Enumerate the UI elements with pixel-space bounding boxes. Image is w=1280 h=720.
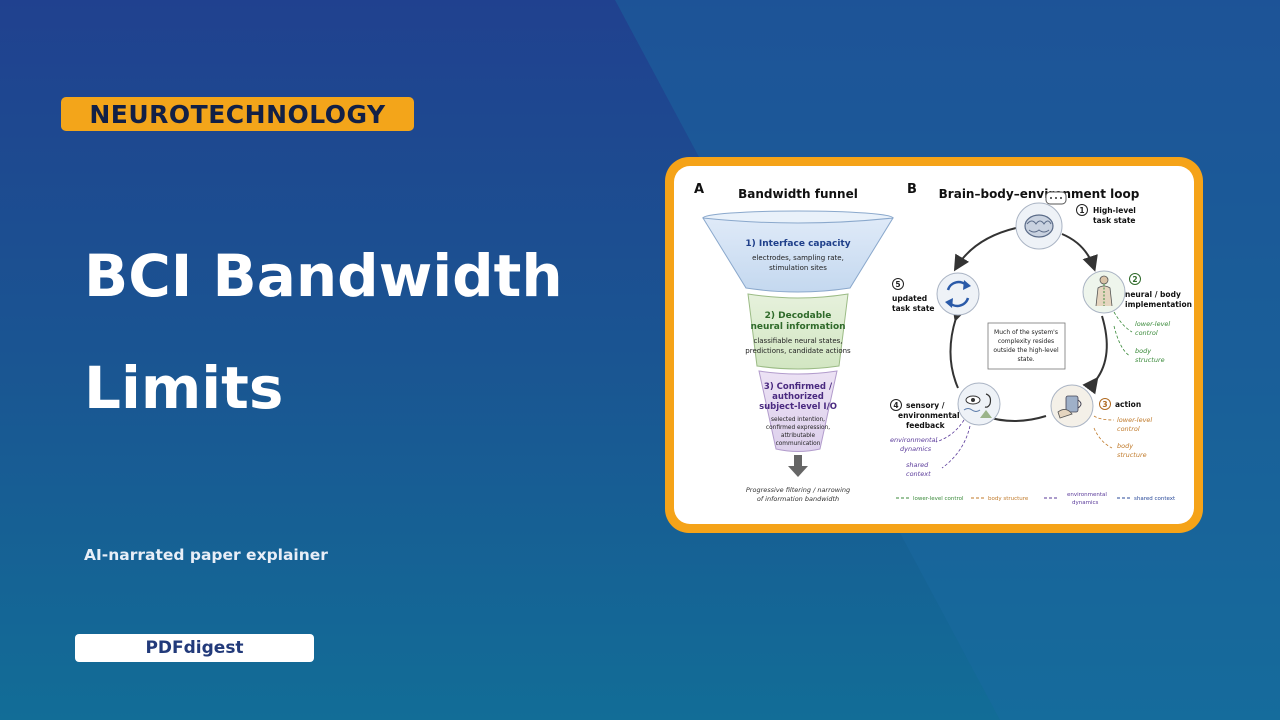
stage2-desc-1: classifiable neural states,: [753, 337, 842, 345]
center-note-line-3: outside the high-level: [993, 347, 1059, 354]
stage3-desc-3: attributable: [781, 433, 816, 439]
node5-label-1: updated: [892, 294, 927, 303]
stage2-desc-2: predictions, candidate actions: [745, 347, 851, 355]
title-line-1: BCI Bandwidth: [84, 242, 563, 310]
funnel-caption-2: of information bandwidth: [757, 495, 839, 503]
node2-note2-line1: body: [1135, 347, 1151, 355]
node1-label-2: task state: [1093, 216, 1136, 225]
node4-note2-line2: context: [906, 470, 931, 478]
stage1-desc-1: electrodes, sampling rate,: [752, 254, 844, 262]
panel-a-title: Bandwidth funnel: [738, 187, 858, 201]
node4-note2-line1: shared: [906, 461, 929, 469]
panel-b-title: Brain–body–environment loop: [939, 187, 1140, 201]
figure-svg: A Bandwidth funnel 1) Interface capacity…: [694, 182, 1192, 506]
center-note-box: Much of the system's complexity resides …: [987, 322, 1066, 370]
cup-hand-icon: [1057, 395, 1082, 419]
loop-node-2: 2 neural / body implementation lower-lev…: [1082, 270, 1192, 364]
funnel-stage-3: 3) Confirmed / authorized subject-level …: [758, 370, 838, 452]
legend-shared-context: shared context: [1134, 496, 1176, 502]
node4-label-2: environmental: [898, 411, 960, 420]
center-note-line-2: complexity resides: [998, 338, 1054, 345]
brand-badge[interactable]: PDFdigest: [75, 634, 314, 662]
node5-label-2: task state: [892, 304, 935, 313]
speech-bubble-icon: [1045, 191, 1067, 205]
stage3-desc-4: communication: [776, 441, 821, 447]
node3-note2-line1: body: [1117, 442, 1133, 450]
loop-node-3: 3 action lower-level control body struct…: [1050, 384, 1152, 459]
figure-legend: lower-level control body structure envir…: [896, 492, 1176, 506]
stage3-title-2: authorized: [772, 392, 824, 402]
category-tag: NEUROTECHNOLOGY: [61, 97, 414, 131]
title-line-2: Limits: [84, 354, 284, 422]
panel-b-letter: B: [907, 182, 917, 197]
loop-node-5: 5 updated task state: [892, 272, 980, 316]
stage3-desc-1: selected intention,: [771, 417, 825, 423]
center-note-line-4: state.: [1017, 356, 1034, 363]
legend-lower-level-control: lower-level control: [913, 496, 964, 502]
paper-figure: A Bandwidth funnel 1) Interface capacity…: [674, 166, 1194, 524]
stage2-title-1: 2) Decodable: [765, 311, 832, 321]
loop-node-1: 1 High-level task state: [1015, 191, 1136, 250]
node4-label-3: feedback: [906, 421, 946, 430]
node4-number: 4: [893, 401, 898, 410]
node2-label-1: neural / body: [1125, 290, 1181, 299]
down-arrow-icon: [788, 455, 808, 477]
stage2-title-2: neural information: [750, 322, 845, 332]
stage1-desc-2: stimulation sites: [769, 264, 827, 272]
funnel-caption-1: Progressive filtering / narrowing: [746, 486, 850, 494]
page-title: BCI Bandwidth Limits: [84, 220, 644, 444]
stage3-title-3: subject-level I/O: [759, 402, 837, 412]
node2-number: 2: [1132, 275, 1137, 284]
loop-node-4: 4 sensory / environmental feedback envir…: [890, 382, 1001, 478]
node3-note1-line1: lower-level: [1117, 416, 1152, 424]
stage3-desc-2: confirmed expression,: [766, 425, 830, 431]
node2-note2-line2: structure: [1135, 356, 1165, 364]
node2-label-2: implementation: [1125, 300, 1192, 309]
legend-environmental: environmental: [1067, 492, 1107, 498]
node1-label-1: High-level: [1093, 206, 1136, 215]
node3-note2-line2: structure: [1117, 451, 1147, 459]
panel-a-letter: A: [694, 182, 704, 197]
node3-note1-line2: control: [1117, 425, 1140, 433]
node3-number: 3: [1102, 400, 1107, 409]
funnel-stage-2: 2) Decodable neural information classifi…: [745, 293, 851, 370]
funnel-stage-1: 1) Interface capacity electrodes, sampli…: [702, 210, 894, 293]
node2-note1-line2: control: [1135, 329, 1158, 337]
node4-label-1: sensory /: [906, 401, 945, 410]
node4-note1-line2: dynamics: [900, 445, 932, 453]
node3-label-1: action: [1115, 400, 1141, 409]
brain-icon: [1024, 214, 1054, 238]
subtitle: AI-narrated paper explainer: [84, 546, 328, 564]
body-icon: [1095, 275, 1113, 307]
node2-note1-line1: lower-level: [1135, 320, 1170, 328]
figure-frame: A Bandwidth funnel 1) Interface capacity…: [665, 157, 1203, 533]
stage3-title-1: 3) Confirmed /: [764, 382, 833, 392]
center-note-line-1: Much of the system's: [994, 329, 1058, 336]
stage1-title: 1) Interface capacity: [745, 239, 850, 249]
node4-note1-line1: environmental: [890, 436, 938, 444]
node1-number: 1: [1079, 206, 1084, 215]
legend-environmental-dynamics: dynamics: [1072, 500, 1099, 506]
eye-ear-icon: [963, 393, 992, 418]
node5-number: 5: [895, 280, 900, 289]
legend-body-structure: body structure: [988, 496, 1029, 502]
